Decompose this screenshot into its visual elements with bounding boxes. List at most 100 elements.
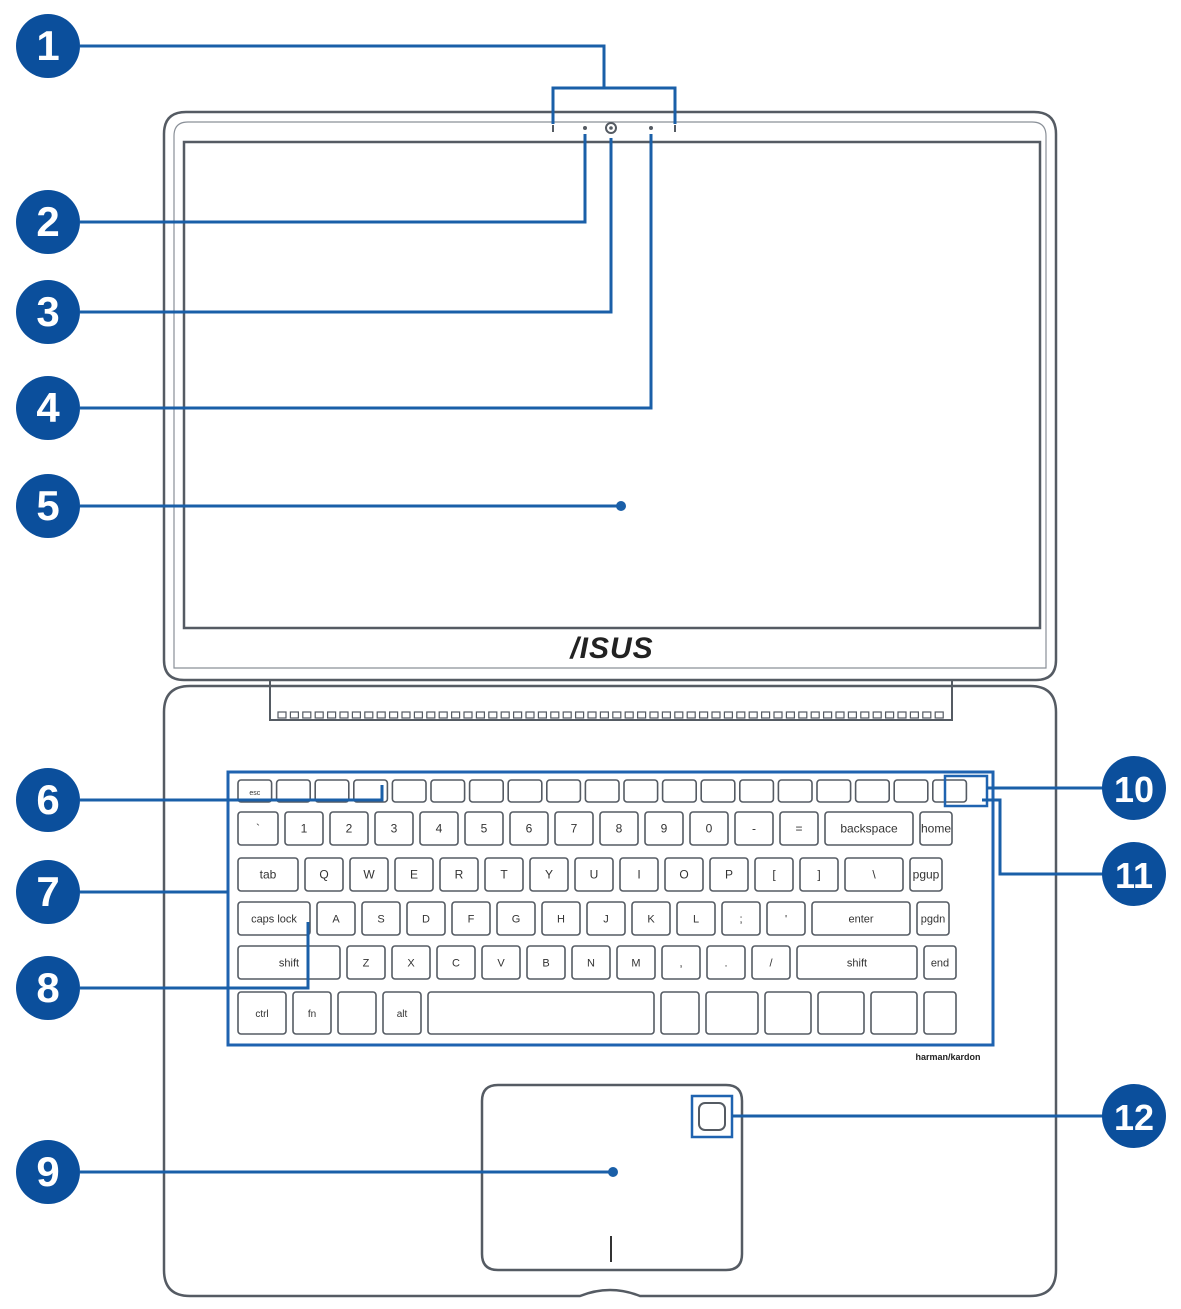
key-cap [382,991,422,1035]
leader-3 [80,138,613,314]
vent-slot [438,711,448,719]
z-key-3: C [436,945,476,980]
vent-slot [649,711,659,719]
key-label: X [407,958,415,970]
callout-badge-circle [16,956,80,1020]
q-key-5: T [484,857,524,892]
key-cap [361,901,401,936]
key-label: U [590,868,599,882]
key-label: D [422,914,430,926]
fn-key-9 [584,779,620,803]
key-label: S [377,914,384,926]
z-key-0: shift [237,945,341,980]
key-cap [346,945,386,980]
vent-slot [934,711,944,719]
key-cap [676,901,716,936]
key-label: home [921,822,951,836]
key-cap [700,779,736,803]
key-label: R [455,868,464,882]
leader-2 [80,134,587,224]
key-cap [275,779,312,803]
key-cap [237,811,279,846]
key-cap [484,857,524,892]
fn-key-4 [391,779,427,803]
key-cap [709,857,749,892]
q-key-6: Y [529,857,569,892]
key-label: shift [847,958,867,970]
callout-number: 10 [1114,769,1154,810]
key-label: ; [739,914,742,926]
vent-slot [624,711,634,719]
vent-slot [302,711,312,719]
callout-9: 9 [16,1140,80,1204]
callout-badge-circle [16,768,80,832]
key-cap [526,945,566,980]
key-cap [464,811,504,846]
key-cap [468,779,505,803]
key-label: 9 [661,822,668,836]
key-cap [349,857,389,892]
key-cap [314,779,350,803]
callout-6: 6 [16,768,80,832]
vent-slot [872,711,882,719]
key-cap [817,991,865,1035]
vent-slot [488,711,498,719]
z-key-2: X [391,945,431,980]
laptop-lid: /ISUS [162,110,1058,682]
key-cap [844,857,904,892]
vent-slot [736,711,746,719]
q-key-12: ] [799,857,839,892]
key-cap [586,901,626,936]
vent-slot [860,711,870,719]
keyboard-caption: harman/kardon [915,1052,980,1062]
q-key-7: U [574,857,614,892]
key-label: - [752,822,756,836]
key-label: . [724,958,727,970]
key-cap [554,811,594,846]
key-cap [916,901,950,936]
callout-number: 2 [36,198,59,245]
key-cap [919,811,953,846]
vent-slot [451,711,461,719]
num-key-13: backspace [824,811,914,846]
key-cap [706,945,746,980]
key-label: pgdn [921,914,945,926]
key-label: J [603,914,609,926]
a-key-2: S [361,901,401,936]
fn-key-2 [314,779,350,803]
key-cap [304,857,344,892]
key-label: 7 [571,822,578,836]
leader-1-bracket [551,86,677,124]
key-label: 8 [616,822,623,836]
vent-slot [847,711,858,719]
a-key-10: ; [721,901,761,936]
key-cap [689,811,729,846]
asus-logo: /ISUS [568,632,653,665]
key-cap [824,811,914,846]
key-cap [541,901,581,936]
z-key-12: end [923,945,957,980]
key-label: 1 [301,822,308,836]
a-key-9: L [676,901,716,936]
key-cap [616,945,656,980]
a-key-11: ' [766,901,806,936]
key-label: enter [848,914,873,926]
camera-lens [605,122,617,134]
vent-slot [413,711,423,719]
key-cap [854,779,890,803]
key-cap [734,811,774,846]
num-key-5: 5 [464,811,504,846]
callout-4: 4 [16,376,80,440]
key-cap [571,945,611,980]
key-cap [796,945,918,980]
leader-1 [80,44,606,88]
leader-dots [608,501,626,1177]
callout-number: 1 [36,22,59,69]
z-key-4: V [481,945,521,980]
key-cap [316,901,356,936]
vent-slot [389,711,399,719]
bottom-key-10 [923,991,957,1035]
callout-badge-circle [16,280,80,344]
